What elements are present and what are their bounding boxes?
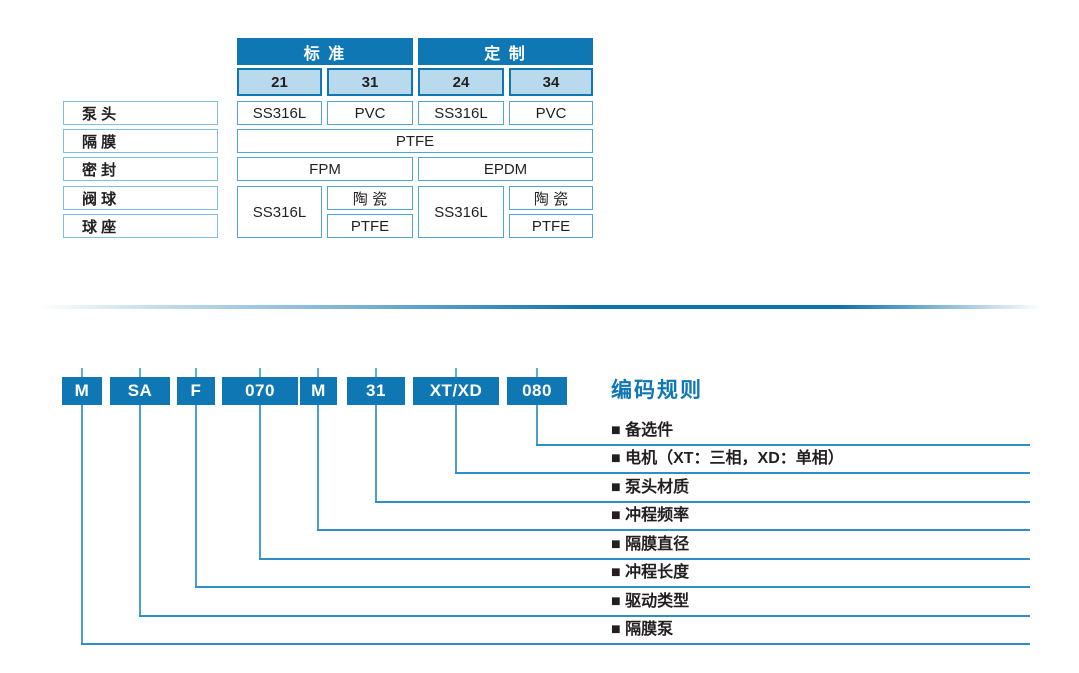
column-header-31: 31 — [327, 68, 413, 96]
cell-ball-seat-ptfe-31: PTFE — [327, 214, 413, 238]
connector-vline — [536, 405, 538, 444]
coding-rules-title: 编码规则 — [611, 379, 703, 402]
tick-mark — [455, 368, 457, 377]
legend-item-motor: ■ 电机（XT：三相，XD：单相） — [611, 450, 844, 467]
cell-pump-head-24: SS316L — [418, 101, 504, 125]
row-label-seal: 密 封 — [63, 157, 218, 181]
tick-mark — [375, 368, 377, 377]
cell-seal-standard: FPM — [237, 157, 413, 181]
connector-vline — [455, 405, 457, 472]
tick-mark — [195, 368, 197, 377]
code-segment-motor: XT/XD — [413, 377, 499, 405]
cell-pump-head-21: SS316L — [237, 101, 322, 125]
cell-pump-head-34: PVC — [509, 101, 593, 125]
group-header-standard: 标 准 — [237, 38, 413, 65]
tick-mark — [139, 368, 141, 377]
row-label-pump-head: 泵 头 — [63, 101, 218, 125]
connector-vline — [375, 405, 377, 501]
column-header-34: 34 — [509, 68, 593, 96]
column-header-21: 21 — [237, 68, 322, 96]
legend-item-stroke-length: ■ 冲程长度 — [611, 564, 690, 581]
legend-underline — [139, 615, 1030, 617]
legend-underline — [536, 444, 1030, 446]
legend-underline — [259, 558, 1030, 560]
cell-pump-head-31: PVC — [327, 101, 413, 125]
group-header-custom: 定 制 — [418, 38, 593, 65]
connector-vline — [139, 405, 141, 615]
legend-item-diaphragm-diameter: ■ 隔膜直径 — [611, 536, 690, 553]
cell-ball-seat-ss316l-24: SS316L — [418, 186, 504, 238]
connector-vline — [81, 405, 83, 643]
tick-mark — [259, 368, 261, 377]
cell-diaphragm-all: PTFE — [237, 129, 593, 153]
legend-item-head-material: ■ 泵头材质 — [611, 479, 690, 496]
legend-underline — [81, 643, 1030, 645]
legend-item-options: ■ 备选件 — [611, 422, 674, 439]
legend-item-diaphragm-pump: ■ 隔膜泵 — [611, 621, 674, 638]
code-segment-pump-type: M — [62, 377, 102, 405]
connector-vline — [317, 405, 319, 529]
legend-item-stroke-frequency: ■ 冲程频率 — [611, 507, 690, 524]
tick-mark — [317, 368, 319, 377]
legend-item-drive-type: ■ 驱动类型 — [611, 593, 690, 610]
tick-mark — [81, 368, 83, 377]
cell-valve-ball-ceramic-31: 陶 瓷 — [327, 186, 413, 210]
connector-vline — [259, 405, 261, 558]
legend-underline — [375, 501, 1030, 503]
code-segment-head-material: 31 — [347, 377, 405, 405]
code-segment-stroke-length: F — [177, 377, 215, 405]
code-segment-stroke-frequency: M — [300, 377, 337, 405]
legend-underline — [317, 529, 1030, 531]
code-segment-diaphragm-diameter: 070 — [222, 377, 298, 405]
connector-vline — [195, 405, 197, 586]
legend-underline — [455, 472, 1030, 474]
code-segment-drive-type: SA — [110, 377, 170, 405]
row-label-valve-ball: 阀 球 — [63, 186, 218, 210]
legend-underline — [195, 586, 1030, 588]
row-label-diaphragm: 隔 膜 — [63, 129, 218, 153]
cell-ball-seat-ss316l-21: SS316L — [237, 186, 322, 238]
row-label-ball-seat: 球 座 — [63, 214, 218, 238]
tick-mark — [536, 368, 538, 377]
cell-valve-ball-ceramic-34: 陶 瓷 — [509, 186, 593, 210]
column-header-24: 24 — [418, 68, 504, 96]
code-segment-options: 080 — [507, 377, 567, 405]
section-divider — [38, 305, 1041, 309]
cell-seal-custom: EPDM — [418, 157, 593, 181]
cell-ball-seat-ptfe-34: PTFE — [509, 214, 593, 238]
